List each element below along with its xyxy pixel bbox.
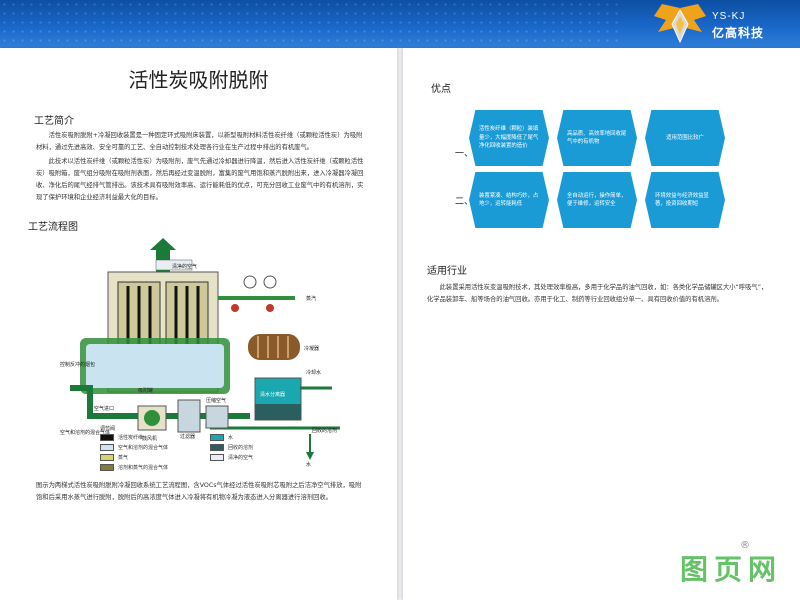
advantage-card: 环境效益与经济效益显著，投资回收期短 <box>645 172 725 228</box>
left-page: 活性炭吸附脱附 工艺简介 活性炭吸附脱附+冷凝回收装置是一种固定环式吸附床装置，… <box>0 48 397 600</box>
legend-swatch <box>210 454 224 461</box>
advantage-card: 高品质、高效率地回收尾气中的有机物 <box>557 110 637 166</box>
legend-swatch <box>210 434 224 441</box>
legend-item: 溶剂和蒸气的混合气体 <box>100 464 168 474</box>
label-fan: 鼓风机 <box>142 435 157 442</box>
label-mixed-gas: 空气和溶剂的混合气体 <box>60 429 110 436</box>
row-label-1: 一、 <box>455 149 474 159</box>
advantage-card: 装置紧凑、结构巧妙，占地少，运转能耗低 <box>469 172 549 228</box>
site-watermark: 图页网 ® <box>680 540 790 592</box>
label-water: 水 <box>306 461 311 468</box>
section-heading-advantages: 优点 <box>431 84 451 95</box>
label-cooling-water: 冷却水 <box>306 369 321 376</box>
registered-mark: ® <box>740 540 750 551</box>
header-pattern <box>0 0 620 48</box>
legend-swatch <box>210 444 224 451</box>
label-filter: 过滤器 <box>180 433 195 440</box>
page-title: 活性炭吸附脱附 <box>128 68 269 92</box>
row-label-2: 二、 <box>455 197 474 207</box>
advantage-card: 全自动运行，操作简单，便于维修，运转安全 <box>557 172 637 228</box>
right-page: 优点 一、 二、 活性炭纤维（颗粒）装填量少，大幅度降低了尾气净化回收装置的造价… <box>403 48 800 600</box>
label-inlet-valve: 空气进口 <box>94 405 114 412</box>
industry-paragraph: 此装置采用活性炭变温吸附技术，其处理效率极高，多用于化学品的油气回收，如：各类化… <box>427 284 768 303</box>
legend-swatch <box>100 454 114 461</box>
section-heading-flowchart: 工艺流程图 <box>28 222 78 233</box>
label-adsorber: 吸附罐 <box>138 387 153 394</box>
watermark-text: 图页网 <box>680 553 783 586</box>
label-separator: 清水分离器 <box>260 391 285 398</box>
legend-item: 清净的空气 <box>210 454 253 464</box>
advantage-card: 适用范围比较广 <box>645 110 725 166</box>
brand-code: YS-KJ <box>712 11 746 22</box>
label-steam: 蒸汽 <box>306 295 316 302</box>
advantage-card: 活性炭纤维（颗粒）装填量少，大幅度降低了尾气净化回收装置的造价 <box>469 110 549 166</box>
logo-icon <box>654 4 706 44</box>
intro-paragraph-2: 此技术以活性炭纤维（或颗粒活性炭）为吸附剂，废气先通过冷却器进行降温，然后进入活… <box>36 158 364 201</box>
legend-item: 蒸气 <box>100 454 128 464</box>
header-banner: YS-KJ 亿高科技 <box>0 0 800 48</box>
label-recovered-solvent: 回收的溶剂 <box>312 427 337 434</box>
legend-item: 活性炭纤维 <box>100 434 143 444</box>
legend-item: 回收的溶剂 <box>210 444 253 454</box>
legend-swatch <box>100 464 114 471</box>
diagram-caption: 图示为两梯式活性炭吸附脱附冷凝回收系统工艺流程图，含VOCs气体经过活性炭吸附芯… <box>36 482 362 501</box>
process-flow-diagram: 清净的空气 蒸汽 冷凝器 吸附罐 控制反冲的烟包 冷却水 清水分离器 压缩空气 … <box>60 238 340 468</box>
label-compressed-air: 压缩空气 <box>206 397 226 404</box>
legend-swatch <box>100 444 114 451</box>
legend-item: 空气和溶剂的混合气体 <box>100 444 168 454</box>
section-heading-industry: 适用行业 <box>427 266 467 277</box>
section-heading-intro: 工艺简介 <box>34 116 74 127</box>
label-control-gas: 控制反冲的烟包 <box>60 361 95 368</box>
intro-paragraph-1: 活性炭吸附脱附+冷凝回收装置是一种固定环式吸附床装置，以新型吸附材料活性炭纤维（… <box>36 132 363 151</box>
brand-name: 亿高科技 <box>712 26 765 40</box>
label-regulator: 调节阀 <box>100 425 115 432</box>
legend-item: 水 <box>210 434 233 444</box>
advantages-grid: 活性炭纤维（颗粒）装填量少，大幅度降低了尾气净化回收装置的造价 高品质、高效率地… <box>469 110 749 236</box>
label-condenser: 冷凝器 <box>304 345 319 352</box>
label-clean-air: 清净的空气 <box>172 263 197 270</box>
legend-swatch <box>100 434 114 441</box>
